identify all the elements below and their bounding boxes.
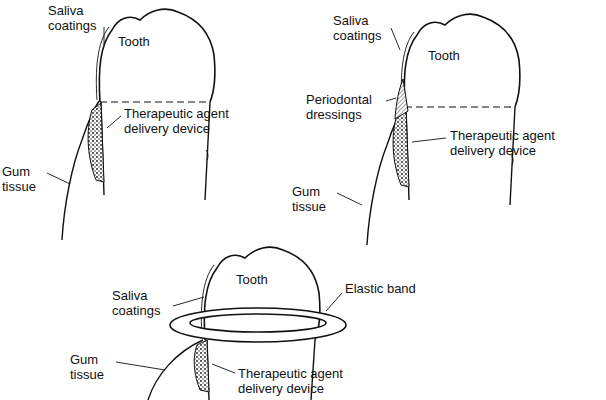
part-label: Elastic band xyxy=(345,281,416,296)
part-label: Tooth xyxy=(428,48,460,63)
part-label: Saliva coatings xyxy=(333,13,393,43)
part-label: Saliva coatings xyxy=(48,3,108,33)
part-label: Periodontal dressings xyxy=(306,92,386,122)
part-label: Gum tissue xyxy=(292,184,336,214)
part-label: Gum tissue xyxy=(70,352,114,382)
part-label: Gum tissue xyxy=(2,164,46,194)
part-label: Saliva coatings xyxy=(112,288,172,318)
part-label: Therapeutic agent delivery device xyxy=(238,366,356,396)
part-label: Tooth xyxy=(236,272,268,287)
part-label: Therapeutic agent delivery device xyxy=(124,106,242,136)
part-label: Therapeutic agent delivery device xyxy=(450,128,568,158)
part-label: Tooth xyxy=(118,34,150,49)
